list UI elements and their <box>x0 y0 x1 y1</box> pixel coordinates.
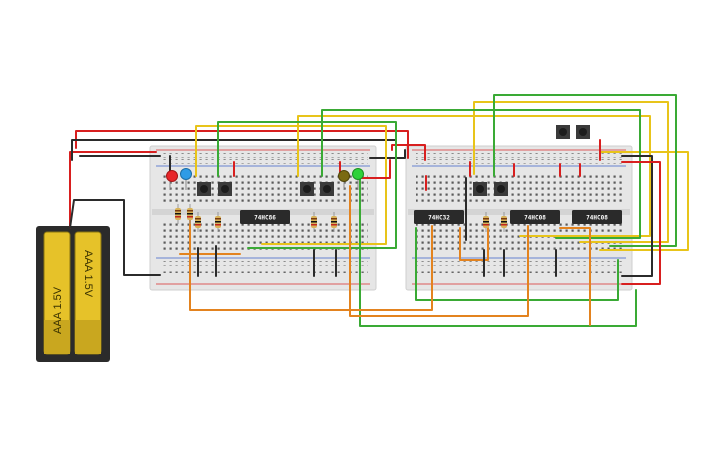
push-button-1[interactable] <box>197 182 211 196</box>
chip-label-2: 74HC32 <box>428 215 450 222</box>
chip-74hc08-a[interactable]: 74HC08 <box>510 210 560 224</box>
push-button-5[interactable] <box>473 182 487 196</box>
wire-green-3[interactable] <box>493 94 677 247</box>
chip-label-1: 74HC86 <box>254 215 276 222</box>
battery-cell-label-1: AAA 1.5V <box>52 286 64 334</box>
wire-red-right-return[interactable] <box>621 161 661 285</box>
push-button-8[interactable] <box>576 125 590 139</box>
resistors <box>175 204 507 232</box>
chip-label-4: 74HC08 <box>586 215 608 222</box>
led-red[interactable] <box>166 170 178 191</box>
wire-orange-1[interactable] <box>189 217 433 311</box>
wire-yellow-3[interactable] <box>473 101 669 243</box>
push-button-4[interactable] <box>320 182 334 196</box>
push-button-3[interactable] <box>300 182 314 196</box>
wire-yellow-2[interactable] <box>297 115 651 237</box>
chip-label-3: 74HC08 <box>524 215 546 222</box>
chips: 74HC86 74HC32 74HC08 74HC08 <box>240 210 622 224</box>
resistor-6[interactable] <box>331 212 337 232</box>
wire-orange-4[interactable] <box>559 227 591 326</box>
push-button-2[interactable] <box>218 182 232 196</box>
chip-74hc32[interactable]: 74HC32 <box>414 210 464 224</box>
wire-yellow-4[interactable] <box>599 151 689 251</box>
chip-74hc08-b[interactable]: 74HC08 <box>572 210 622 224</box>
wire-black-right-return[interactable] <box>621 155 653 277</box>
push-buttons <box>197 125 590 196</box>
wire-green-5[interactable] <box>359 175 637 327</box>
battery-pack: AAA 1.5V AAA 1.5V <box>36 226 110 362</box>
resistor-7[interactable] <box>483 212 489 232</box>
wire-battery-black[interactable] <box>69 199 161 276</box>
wire-red-bridge[interactable] <box>391 144 426 161</box>
wire-green-4[interactable] <box>415 227 619 301</box>
resistor-3[interactable] <box>195 212 201 232</box>
wire-black-bridge[interactable] <box>369 149 406 159</box>
resistor-5[interactable] <box>311 212 317 232</box>
wire-green-2[interactable] <box>321 109 641 239</box>
wire-orange-2[interactable] <box>349 185 529 317</box>
led-olive[interactable] <box>338 170 350 191</box>
resistor-4[interactable] <box>215 212 221 232</box>
chip-74hc86[interactable]: 74HC86 <box>240 210 290 224</box>
wire-yellow-1[interactable] <box>195 125 387 245</box>
led-green[interactable] <box>352 168 364 191</box>
battery-cell-label-2: AAA 1.5V <box>82 250 94 298</box>
resistor-1[interactable] <box>175 204 181 224</box>
push-button-6[interactable] <box>494 182 508 196</box>
resistor-2[interactable] <box>187 204 193 224</box>
resistor-8[interactable] <box>501 212 507 232</box>
wire-red-jumper-3[interactable] <box>361 159 391 179</box>
wire-battery-red[interactable] <box>69 151 157 229</box>
push-button-7[interactable] <box>556 125 570 139</box>
leds <box>166 168 364 191</box>
led-blue[interactable] <box>180 168 192 191</box>
wire-orange-3[interactable] <box>459 227 489 261</box>
